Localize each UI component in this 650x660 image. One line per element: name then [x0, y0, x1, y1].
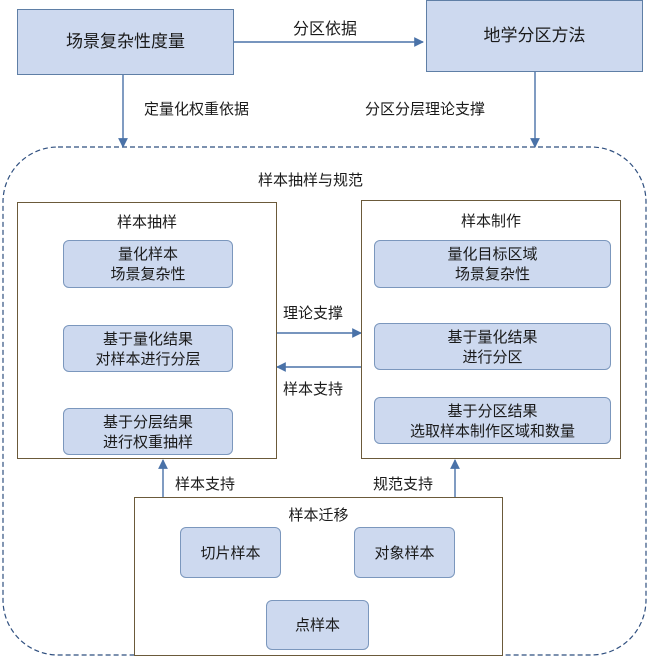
production-step1-line2: 场景复杂性	[454, 265, 530, 283]
sampling-step2-line1: 基于量化结果	[102, 329, 193, 348]
point-sample-label: 点样本	[294, 616, 340, 634]
production-step-quantify: 量化目标区域 场景复杂性	[374, 240, 611, 288]
partition-basis-label: 分区依据	[293, 19, 358, 38]
production-step3-line1: 基于分区结果	[447, 401, 538, 420]
theory-support-mid-label: 理论支撑	[283, 304, 344, 322]
production-title: 样本制作	[460, 212, 521, 230]
sample-support-mid-label: 样本支持	[283, 380, 344, 398]
sampling-title: 样本抽样	[116, 213, 177, 231]
outer-title: 样本抽样与规范	[258, 171, 364, 189]
sampling-step2-line2: 对样本进行分层	[95, 349, 201, 368]
sampling-step-weighted: 基于分层结果 进行权重抽样	[63, 408, 233, 455]
scene-complexity-measure-box: 场景复杂性度量	[17, 9, 234, 75]
theory-support-label: 分区分层理论支撑	[365, 100, 486, 118]
migration-title: 样本迁移	[288, 506, 349, 524]
object-sample-node: 对象样本	[354, 527, 455, 578]
sampling-step1-line1: 量化样本	[117, 245, 178, 263]
scene-complexity-measure-label: 场景复杂性度量	[66, 32, 185, 52]
production-step-zone: 基于量化结果 进行分区	[374, 323, 611, 370]
sample-support-bottom-label: 样本支持	[175, 475, 236, 493]
slice-sample-label: 切片样本	[200, 543, 261, 562]
sampling-step-quantify: 量化样本 场景复杂性	[63, 240, 233, 288]
geo-zoning-method-label: 地学分区方法	[483, 26, 586, 46]
sampling-step1-line2: 场景复杂性	[110, 265, 186, 283]
production-step3-line2: 选取样本制作区域和数量	[409, 421, 575, 440]
production-step2-line2: 进行分区	[462, 347, 523, 366]
slice-sample-node: 切片样本	[180, 527, 281, 578]
sampling-step3-line1: 基于分层结果	[102, 412, 193, 431]
geo-zoning-method-box: 地学分区方法	[426, 0, 643, 72]
object-sample-label: 对象样本	[374, 543, 435, 562]
sampling-step3-line2: 进行权重抽样	[102, 432, 193, 451]
production-step2-line1: 基于量化结果	[447, 327, 538, 346]
standard-support-label: 规范支持	[373, 475, 434, 493]
point-sample-node: 点样本	[266, 600, 369, 650]
production-step-select: 基于分区结果 选取样本制作区域和数量	[374, 397, 611, 444]
sampling-step-stratify: 基于量化结果 对样本进行分层	[63, 325, 233, 372]
production-step1-line1: 量化目标区域	[447, 245, 538, 263]
weight-basis-label: 定量化权重依据	[144, 100, 250, 118]
